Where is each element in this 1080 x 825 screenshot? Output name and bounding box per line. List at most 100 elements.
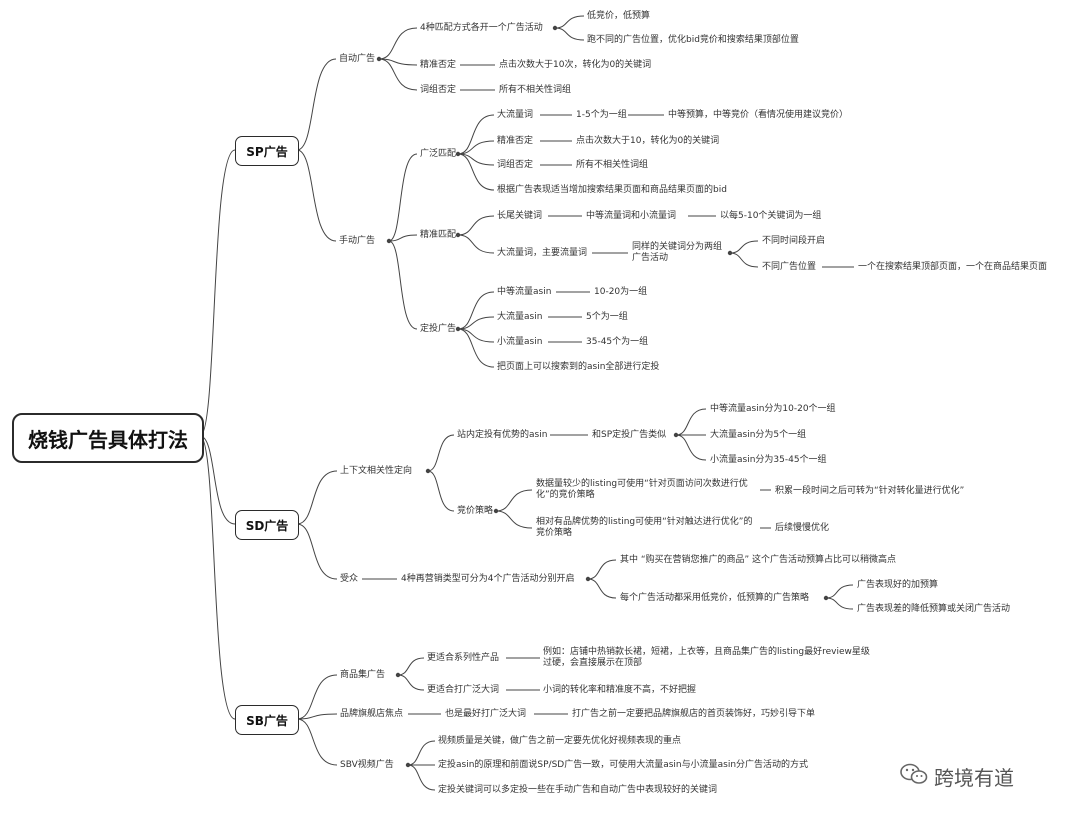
sb-connector: [296, 718, 338, 766]
node-auto-exact-neg-desc[interactable]: 点击次数大于10次，转化为0的关键词: [499, 60, 652, 70]
node-broad-exact-neg-desc[interactable]: 点击次数大于10，转化为0的关键词: [576, 136, 720, 146]
node-audience[interactable]: 受众: [340, 574, 359, 584]
targeting-connector: [457, 328, 495, 368]
node-auto-match4[interactable]: 4种匹配方式各开一个广告活动: [420, 23, 543, 33]
audience-budget-connector: [825, 597, 854, 610]
node-brand-adv[interactable]: 相对有品牌优势的listing可使用“针对触达进行优化”的竞价策略: [536, 517, 753, 538]
targeting-connector: [457, 291, 495, 330]
bid-strategy-connector: [495, 489, 533, 512]
exact-connector: [457, 234, 495, 254]
node-broad-bid-note[interactable]: 根据广告表现适当增加搜索结果页面和商品结果页面的bid: [497, 185, 727, 195]
node-exact-group-5-10[interactable]: 以每5-10个关键词为一组: [720, 211, 822, 221]
node-sd[interactable]: SD广告: [235, 510, 299, 540]
node-bid-strategy[interactable]: 竞价策略: [457, 506, 494, 516]
audience-connector: [587, 559, 617, 580]
node-targeting-g-35-45[interactable]: 35-45个为一组: [586, 337, 649, 347]
node-broad-desc[interactable]: 小词的转化率和精准度不高，不好把握: [543, 685, 697, 695]
bid-strategy-connector: [495, 510, 533, 529]
same-sp-connector: [675, 408, 707, 436]
node-product-set[interactable]: 商品集广告: [340, 670, 386, 680]
node-series[interactable]: 更适合系列性产品: [427, 653, 500, 663]
manual-connector: [388, 234, 418, 242]
node-broad-exact-neg[interactable]: 精准否定: [497, 136, 534, 146]
same-sp-connector: [675, 434, 707, 461]
targeting-connector: [457, 316, 495, 330]
node-sbv-video[interactable]: SBV视频广告: [340, 760, 394, 770]
node-broad-phrase-neg-desc[interactable]: 所有不相关性词组: [576, 160, 649, 170]
node-broad-big-words[interactable]: 大流量词: [497, 110, 534, 120]
watermark: 跨境有道: [900, 762, 1014, 791]
node-sbv-quality[interactable]: 视频质量是关键，做广告之前一定要先优化好视频表现的重点: [438, 736, 682, 746]
broad-connector: [457, 140, 495, 155]
exact-connector: [457, 215, 495, 236]
node-sbv-asin-rule[interactable]: 定投asin的原理和前面说SP/SD广告一致，可使用大流量asin与小流量asi…: [438, 760, 809, 770]
node-targeting-ad[interactable]: 定投广告: [420, 324, 457, 334]
node-sp[interactable]: SP广告: [235, 136, 299, 166]
broad-connector: [457, 114, 495, 155]
node-auto-ad[interactable]: 自动广告: [339, 54, 376, 64]
node-optimize-later[interactable]: 后续慢慢优化: [775, 523, 830, 533]
node-four-types[interactable]: 4种再营销类型可分为4个广告活动分别开启: [401, 574, 575, 584]
node-auto-phrase-neg[interactable]: 词组否定: [420, 85, 457, 95]
node-site-asin[interactable]: 站内定投有优势的asin: [457, 430, 548, 440]
context-connector: [427, 470, 455, 512]
exact-split-connector: [729, 252, 759, 268]
node-series-desc[interactable]: 例如：店铺中热销款长裙，短裙，上衣等，且商品集广告的listing最好revie…: [543, 647, 870, 668]
node-targeting-big-asin[interactable]: 大流量asin: [497, 312, 543, 322]
node-auto-phrase-neg-desc[interactable]: 所有不相关性词组: [499, 85, 572, 95]
node-exact-longtail[interactable]: 长尾关键词: [497, 211, 543, 221]
node-broad-phrase-neg[interactable]: 词组否定: [497, 160, 534, 170]
node-targeting-g-10-20[interactable]: 10-20为一组: [594, 287, 648, 297]
node-auto-low-bid[interactable]: 低竞价，低预算: [587, 11, 651, 21]
wechat-icon: [900, 763, 928, 790]
node-targeting-all-asin[interactable]: 把页面上可以搜索到的asin全部进行定投: [497, 362, 660, 372]
auto-match-connector: [554, 27, 585, 41]
node-sb[interactable]: SB广告: [235, 705, 299, 735]
manual-connector: [388, 153, 418, 242]
node-exact-big-main[interactable]: 大流量词，主要流量词: [497, 248, 588, 258]
node-sd-big-asin[interactable]: 大流量asin分为5个一组: [710, 430, 807, 440]
node-exact-split-two[interactable]: 同样的关键词分为两组广告活动: [632, 242, 723, 263]
sp-connector: [296, 149, 337, 242]
node-targeting-g-5[interactable]: 5个为一组: [586, 312, 628, 322]
manual-connector: [388, 240, 418, 330]
node-broad-match[interactable]: 广泛匹配: [420, 149, 457, 159]
node-few-sales[interactable]: 数据量较少的listing可使用“针对页面访问次数进行优化”的竞价策略: [536, 479, 748, 500]
node-exact-pos-desc[interactable]: 一个在搜索结果顶部页面，一个在商品结果页面: [858, 262, 1048, 272]
sbv-connector: [407, 740, 436, 766]
watermark-text: 跨境有道: [934, 766, 1014, 790]
sp-connector: [296, 58, 337, 151]
node-sd-mid-asin[interactable]: 中等流量asin分为10-20个一组: [710, 404, 836, 414]
node-context-targeting[interactable]: 上下文相关性定向: [340, 466, 413, 476]
node-auto-exact-neg[interactable]: 精准否定: [420, 60, 457, 70]
node-exact-match[interactable]: 精准匹配: [420, 230, 457, 240]
node-broad-mid-budget[interactable]: 中等预算，中等竞价（看情况使用建议竞价）: [668, 110, 849, 120]
node-exact-diff-time[interactable]: 不同时间段开启: [762, 236, 826, 246]
root-node[interactable]: 烧钱广告具体打法: [12, 413, 204, 463]
root-connector: [199, 435, 236, 525]
node-targeting-mid-asin[interactable]: 中等流量asin: [497, 287, 552, 297]
node-targeting-small-asin[interactable]: 小流量asin: [497, 337, 543, 347]
audience-connector: [587, 578, 617, 599]
product-set-connector: [397, 657, 425, 676]
node-broad-group-1-5[interactable]: 1-5个为一组: [576, 110, 627, 120]
node-best-broad[interactable]: 也是最好打广泛大词: [445, 709, 527, 719]
node-sd-small-asin[interactable]: 小流量asin分为35-45个一组: [710, 455, 827, 465]
node-sbv-keyword-rule[interactable]: 定投关键词可以多定投一些在手动广告和自动广告中表现较好的关键词: [438, 785, 718, 795]
node-audience-good[interactable]: 广告表现好的加预算: [857, 580, 939, 590]
node-auto-positions[interactable]: 跑不同的广告位置，优化bid竞价和搜索结果顶部位置: [587, 35, 799, 45]
node-audience-low-bid[interactable]: 每个广告活动都采用低竞价，低预算的广告策略: [620, 593, 810, 603]
node-decorate[interactable]: 打广告之前一定要把品牌旗舰店的首页装饰好，巧妙引导下单: [572, 709, 816, 719]
node-audience-bad[interactable]: 广告表现差的降低预算或关闭广告活动: [857, 604, 1011, 614]
node-views-note[interactable]: 其中 “购买在营销您推广的商品” 这个广告活动预算占比可以稍微高点: [620, 555, 897, 565]
auto-connector: [378, 27, 418, 60]
broad-connector: [457, 153, 495, 191]
node-store-spotlight[interactable]: 品牌旗舰店焦点: [340, 709, 404, 719]
node-manual-ad[interactable]: 手动广告: [339, 236, 376, 246]
node-exact-mid-small[interactable]: 中等流量词和小流量词: [586, 211, 677, 221]
node-same-sp[interactable]: 和SP定投广告类似: [592, 430, 667, 440]
node-broad-words[interactable]: 更适合打广泛大词: [427, 685, 500, 695]
node-exact-diff-pos[interactable]: 不同广告位置: [762, 262, 817, 272]
node-accumulate[interactable]: 积累一段时间之后可转为“针对转化量进行优化”: [775, 486, 965, 496]
